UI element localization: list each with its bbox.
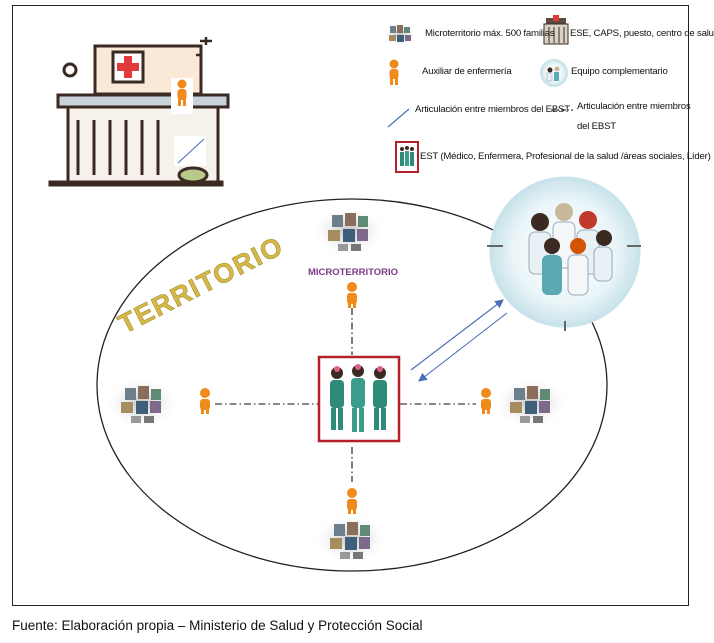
territorio-label: TERRITORIO (113, 231, 288, 340)
microterritorio-cluster-top (311, 205, 387, 257)
microterritorio-cluster-right (493, 377, 569, 429)
microterritorio-cluster-left (104, 377, 180, 429)
auxiliar-icon-right (481, 388, 491, 414)
auxiliar-icon-top (347, 282, 357, 308)
legend-microterritorio-label: Microterritorio máx. 500 familias (425, 28, 555, 39)
legend-equipo-label: Equipo complementario (571, 66, 668, 77)
hospital-articulation-line (174, 136, 206, 166)
legend-ese-icon (543, 15, 569, 45)
doctor-figures (528, 203, 613, 296)
legend-microterritorio-icon (383, 21, 417, 47)
auxiliar-icon-left (200, 388, 210, 414)
sparkle-icon (196, 37, 212, 57)
microterritorio-cluster-bottom (313, 513, 389, 565)
auxiliar-icon-bottom (347, 488, 357, 514)
legend-articulacion-dashdot-label-2: del EBST (577, 121, 616, 132)
articulation-arrows (410, 299, 508, 382)
legend-ese-label: ESE, CAPS, puesto, centro de salud (570, 28, 714, 39)
legend-est-icon (395, 141, 419, 173)
legend-est-label: EST (Médico, Enfermera, Profesional de l… (420, 151, 711, 162)
legend-auxiliar-label: Auxiliar de enfermería (422, 66, 512, 77)
territory-ellipse (96, 198, 608, 572)
ebst-connector-lines (215, 308, 476, 482)
legend-equipo-icon (540, 59, 568, 87)
legend-articulation-line-icon (387, 108, 410, 128)
est-team-box (317, 355, 401, 443)
nurse-figures (330, 364, 387, 432)
equipo-complementario-circle (487, 176, 641, 331)
hospital-auxiliar-icon (171, 78, 193, 114)
legend-articulacion-label: Articulación entre miembros del EBST (415, 104, 570, 115)
legend-articulacion-dashdot-label-1: Articulación entre miembros (577, 101, 691, 112)
legend-auxiliar-icon (389, 59, 399, 85)
microterritorio-label: MICROTERRITORIO (308, 267, 398, 278)
source-caption: Fuente: Elaboración propia – Ministerio … (12, 618, 423, 633)
